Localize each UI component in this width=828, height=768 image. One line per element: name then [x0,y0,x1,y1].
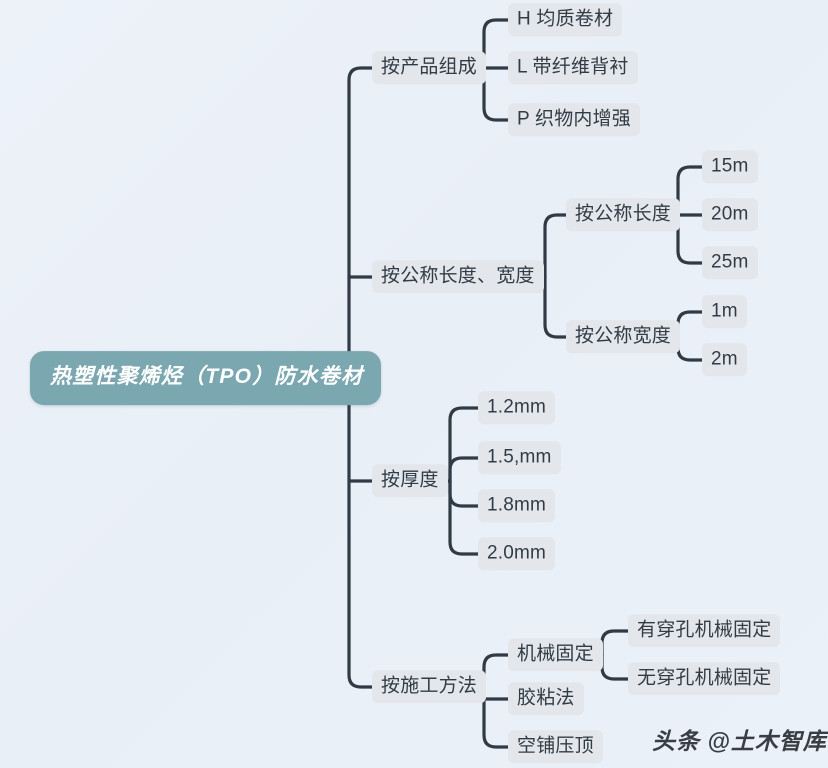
branch-node-mechanical[interactable]: 机械固定 [508,638,603,672]
leaf-node-wid-2[interactable]: 2m [702,343,747,377]
wire-thk-12 [448,406,480,483]
branch-node-construction[interactable]: 按施工方法 [372,670,487,704]
leaf-label-thk-12: 1.2mm [487,396,547,418]
leaf-node-comp-h[interactable]: H 均质卷材 [508,3,623,37]
wire-len-15 [676,165,704,217]
leaf-label-thk-15: 1.5,mm [487,446,552,468]
branch-label-mechanical: 机械固定 [517,643,594,665]
leaf-label-loose-laid: 空铺压顶 [517,735,594,757]
wire-trunk [347,66,374,380]
leaf-label-thk-20: 2.0mm [487,542,547,564]
wire-cons-adh [482,685,510,701]
wire-dims-wid [543,275,568,339]
branch-label-nominal-length: 按公称长度 [575,203,672,225]
leaf-node-thk-20[interactable]: 2.0mm [478,537,556,571]
wire-mech-noperf [600,653,630,681]
leaf-label-comp-p: P 织物内增强 [517,108,632,130]
branch-label-dimensions: 按公称长度、宽度 [381,265,535,287]
wire-comp-top [482,18,510,70]
branch-label-construction: 按施工方法 [381,675,478,697]
leaf-label-len-25: 25m [711,251,749,273]
wire-trunk-lower [347,376,374,689]
wire-dims-len [543,213,568,279]
wire-thk-18 [448,479,480,508]
leaf-label-mech-perforated: 有穿孔机械固定 [637,619,772,641]
leaf-node-comp-l[interactable]: L 带纤维背衬 [508,51,638,85]
root-node[interactable]: 热塑性聚烯烃（TPO）防水卷材 [30,351,382,405]
leaf-node-adhesive[interactable]: 胶粘法 [508,682,584,716]
branch-node-nominal-width[interactable]: 按公称宽度 [566,320,681,354]
leaf-label-comp-l: L 带纤维背衬 [517,56,629,78]
wire-cons-loose [482,685,510,749]
watermark-label: 头条 @土木智库 [652,728,827,754]
branch-node-thickness[interactable]: 按厚度 [372,464,448,498]
leaf-label-thk-18: 1.8mm [487,494,547,516]
leaf-node-len-20[interactable]: 20m [702,198,758,232]
leaf-node-thk-18[interactable]: 1.8mm [478,489,556,523]
branch-label-composition: 按产品组成 [381,56,478,78]
branch-label-thickness: 按厚度 [381,469,439,491]
root-node-label: 热塑性聚烯烃（TPO）防水卷材 [50,365,364,389]
watermark: 头条 @土木智库 [652,722,827,756]
leaf-node-len-25[interactable]: 25m [702,246,758,280]
leaf-label-len-15: 15m [711,155,749,177]
leaf-label-comp-h: H 均质卷材 [517,8,614,30]
branch-node-nominal-length[interactable]: 按公称长度 [566,198,681,232]
branch-node-dimensions[interactable]: 按公称长度、宽度 [372,260,544,294]
branch-node-composition[interactable]: 按产品组成 [372,51,487,85]
leaf-node-thk-12[interactable]: 1.2mm [478,391,556,425]
wire-thk-20 [448,479,480,556]
leaf-label-len-20: 20m [711,203,749,225]
wire-cons-mech [482,653,510,689]
leaf-label-wid-2: 2m [711,348,738,370]
branch-label-nominal-width: 按公称宽度 [575,325,672,347]
leaf-node-mech-perforated[interactable]: 有穿孔机械固定 [628,614,781,648]
wire-wid-1 [676,310,704,339]
wire-wid-2 [676,335,704,362]
leaf-node-mech-non-perforated[interactable]: 无穿孔机械固定 [628,662,781,696]
wire-mech-perf [600,629,630,657]
leaf-label-adhesive: 胶粘法 [517,687,575,709]
leaf-node-len-15[interactable]: 15m [702,150,758,184]
leaf-label-mech-non-perforated: 无穿孔机械固定 [637,667,772,689]
leaf-label-wid-1: 1m [711,300,738,322]
leaf-node-thk-15[interactable]: 1.5,mm [478,441,561,475]
leaf-node-wid-1[interactable]: 1m [702,295,747,329]
leaf-node-loose-laid[interactable]: 空铺压顶 [508,730,603,764]
wire-comp-bot [482,66,510,122]
wire-thk-15 [448,456,480,483]
wire-len-25 [676,213,704,265]
leaf-node-comp-p[interactable]: P 织物内增强 [508,103,641,137]
